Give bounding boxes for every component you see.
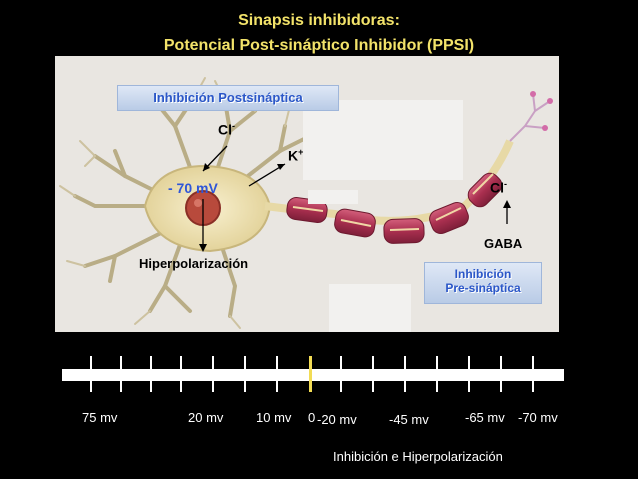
voltage-scale-bar: [62, 369, 564, 381]
scale-tick: [90, 356, 92, 392]
scale-tick: [276, 356, 278, 392]
blank-box-small: [308, 190, 358, 204]
scale-tick: [120, 356, 122, 392]
scale-tick: [404, 356, 406, 392]
scale-label: 20 mv: [188, 410, 223, 425]
scale-label: -70 mv: [518, 410, 558, 425]
scale-label: -45 mv: [389, 412, 429, 427]
potassium-label: K+: [288, 147, 303, 164]
scale-tick: [244, 356, 246, 392]
scale-label: 0: [308, 410, 315, 425]
hyperpolarization-label: Hiperpolarización: [139, 256, 248, 271]
scale-tick: [372, 356, 374, 392]
postsynaptic-inhibition-box: Inhibición Postsináptica: [117, 85, 339, 111]
scale-tick: [150, 356, 152, 392]
blank-box-bottom: [329, 284, 411, 332]
scale-label: 10 mv: [256, 410, 291, 425]
scale-tick: [532, 356, 534, 392]
title-line-2: Potencial Post-sináptico Inhibidor (PPSI…: [0, 37, 638, 55]
chloride-label-right: Cl-: [490, 179, 507, 196]
scale-tick: [468, 356, 470, 392]
scale-tick: [180, 356, 182, 392]
presynaptic-inhibition-box: Inhibición Pre-sináptica: [424, 262, 542, 304]
scale-tick: [500, 356, 502, 392]
scale-caption: Inhibición e Hiperpolarización: [333, 449, 503, 464]
gaba-label: GABA: [484, 236, 522, 251]
chloride-label-left: Cl-: [218, 121, 235, 138]
scale-tick: [340, 356, 342, 392]
scale-tick: [436, 356, 438, 392]
blank-box-top: [303, 100, 463, 180]
scale-label: -20 mv: [317, 412, 357, 427]
scale-label: 75 mv: [82, 410, 117, 425]
title-line-1: Sinapsis inhibidoras:: [0, 12, 638, 30]
scale-tick: [212, 356, 214, 392]
scale-tick-zero: [309, 356, 312, 392]
membrane-voltage-label: - 70 mV: [168, 180, 218, 196]
scale-label: -65 mv: [465, 410, 505, 425]
presynaptic-box-line-2: Pre-sináptica: [425, 281, 541, 295]
presynaptic-box-line-1: Inhibición: [425, 267, 541, 281]
